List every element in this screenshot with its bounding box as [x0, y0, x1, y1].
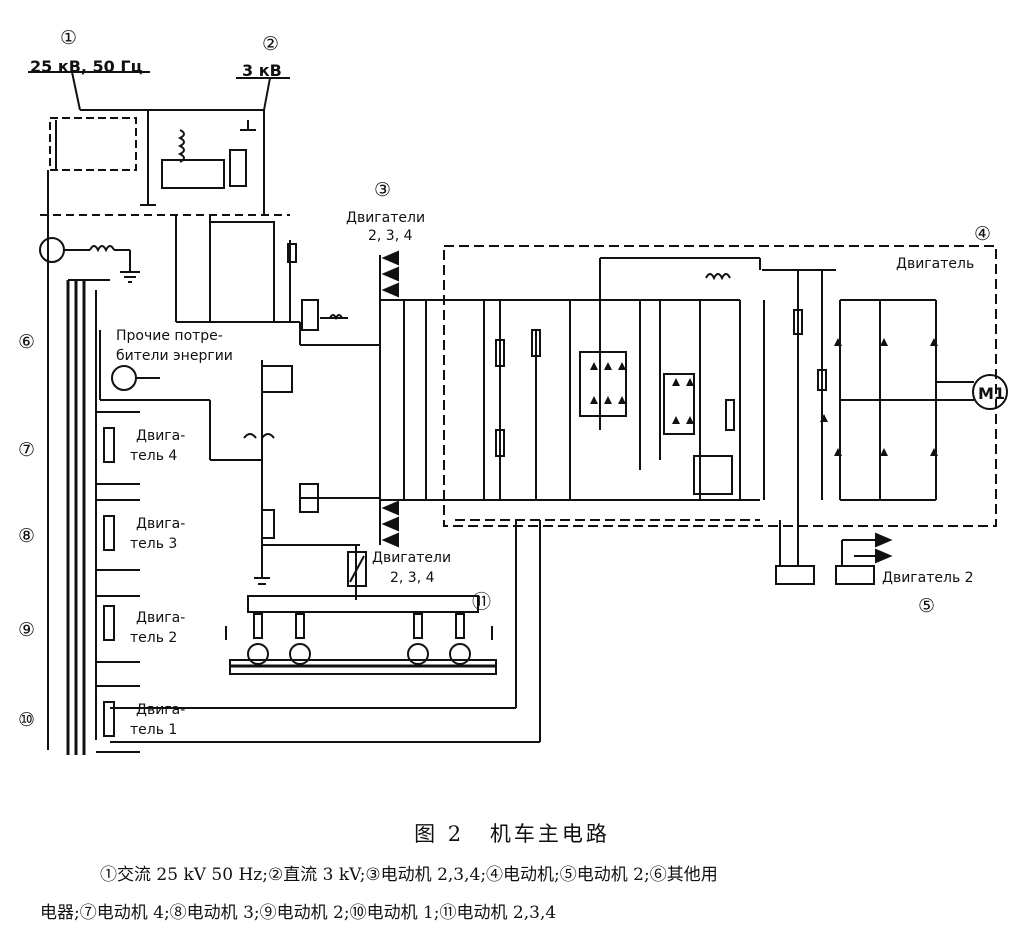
marker-11: ⑪	[472, 591, 491, 613]
motor3-label-1: Двига-	[136, 516, 185, 532]
marker-8: ⑧	[18, 525, 35, 547]
motor1-label-2: тель 1	[130, 722, 177, 738]
other-consumers-label-2: бители энергии	[116, 348, 233, 364]
motor-block-label: Двигатель	[896, 256, 974, 272]
marker-9: ⑨	[18, 619, 35, 641]
motor2-label-2: тель 2	[130, 630, 177, 646]
bogie	[247, 595, 479, 613]
legend-line-2: 电器;⑦电动机 4;⑧电动机 3;⑨电动机 2;⑩电动机 1;⑪电动机 2,3,…	[40, 903, 557, 923]
motor1-label-1: Двига-	[136, 702, 185, 718]
m1-label: M1	[978, 384, 1005, 403]
figure-number: 图 2	[414, 822, 465, 846]
traction-motor-m1	[972, 374, 1008, 410]
motors-234-bottom-label: Двигатели	[372, 550, 451, 566]
motors-234-top-nums: 2, 3, 4	[368, 228, 413, 244]
motor4-label-1: Двига-	[136, 428, 185, 444]
motor4-label-2: тель 4	[130, 448, 177, 464]
marker-3: ③	[374, 179, 391, 201]
figure-caption: 图 2 机车主电路	[0, 818, 1024, 848]
marker-6: ⑥	[18, 331, 35, 353]
figure-title: 机车主电路	[489, 822, 610, 846]
motor-branches	[95, 411, 541, 753]
other-consumers-label-1: Прочие потре-	[116, 328, 223, 344]
motor2-label-1: Двига-	[136, 610, 185, 626]
marker-1: ①	[60, 27, 77, 49]
auxiliary-consumer	[111, 365, 137, 391]
ac-supply-label: 25 кВ, 50 Гц	[30, 57, 143, 76]
marker-10: ⑩	[18, 709, 35, 731]
marker-7: ⑦	[18, 439, 35, 461]
dc-supply-label: 3 кВ	[242, 61, 282, 80]
motor-converter-box	[443, 245, 997, 527]
motor2-out-label: Двигатель 2	[882, 570, 974, 586]
current-transformer	[39, 237, 65, 263]
marker-4: ④	[974, 223, 991, 245]
motors-234-bottom-nums: 2, 3, 4	[390, 570, 435, 586]
motors-234-top-label: Двигатели	[346, 210, 425, 226]
marker-5: ⑤	[918, 595, 935, 617]
circuit-diagram: 25 кВ, 50 Гц 3 кВ Двигатели 2, 3, 4 Двиг…	[18, 27, 1008, 755]
legend-line-1: ①交流 25 kV 50 Hz;②直流 3 kV;③电动机 2,3,4;④电动机…	[100, 865, 718, 885]
marker-2: ②	[262, 33, 279, 55]
switchgear-box	[49, 117, 137, 171]
motor3-label-2: тель 3	[130, 536, 177, 552]
